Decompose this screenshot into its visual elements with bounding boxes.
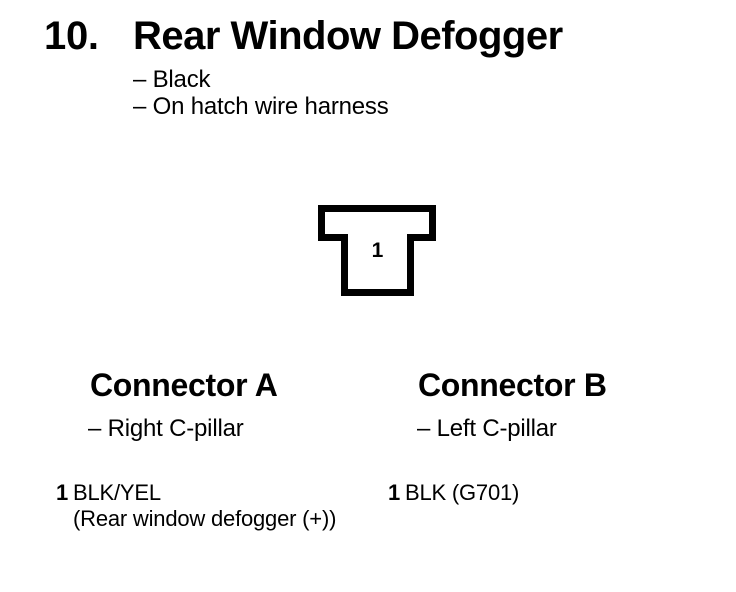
- pin-number: 1: [388, 480, 401, 505]
- pin-wire-color: BLK (G701): [405, 480, 520, 505]
- pin-description: (Rear window defogger (+)): [73, 506, 337, 531]
- section-notes: – Black – On hatch wire harness: [133, 66, 389, 120]
- section-title: Rear Window Defogger: [133, 14, 563, 58]
- pin-row: 1 BLK/YEL (Rear window defogger (+)): [56, 480, 336, 532]
- connector-outline-figure: [315, 202, 441, 300]
- cavity-number: 1: [371, 239, 384, 262]
- pin-wire-color: BLK/YEL: [73, 480, 161, 505]
- connector-a-location: – Right C-pillar: [88, 415, 244, 442]
- connector-b-title: Connector B: [418, 367, 607, 403]
- t-shaped-connector-icon: [318, 205, 436, 296]
- section-number: 10.: [44, 14, 99, 58]
- connector-a-title: Connector A: [90, 367, 278, 403]
- pin-number: 1: [56, 480, 69, 505]
- note-line: – On hatch wire harness: [133, 93, 389, 120]
- note-line: – Black: [133, 66, 211, 93]
- connector-b-location: – Left C-pillar: [417, 415, 557, 442]
- pin-text: BLK/YEL (Rear window defogger (+)): [73, 480, 336, 532]
- pin-row: 1 BLK (G701): [388, 480, 519, 506]
- pin-text: BLK (G701): [405, 480, 519, 506]
